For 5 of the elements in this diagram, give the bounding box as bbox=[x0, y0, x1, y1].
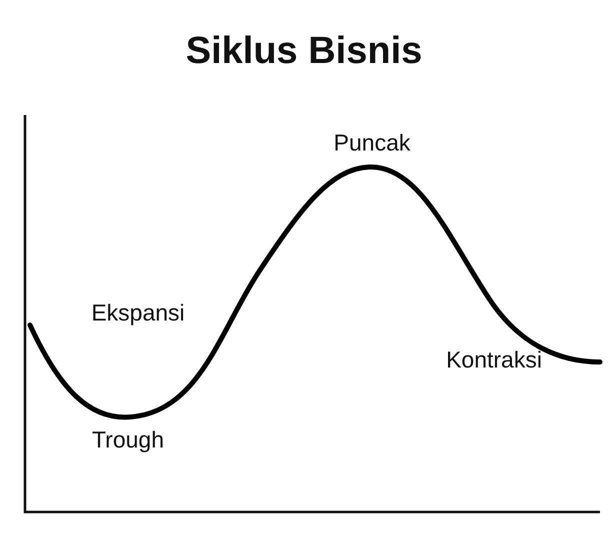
phase-label: Trough bbox=[92, 426, 164, 454]
phase-label: Ekspansi bbox=[91, 300, 185, 326]
title: Siklus Bisnis bbox=[184, 30, 424, 73]
phase-label: Kontraksi bbox=[446, 346, 542, 374]
phase-label: Puncak bbox=[334, 130, 410, 156]
